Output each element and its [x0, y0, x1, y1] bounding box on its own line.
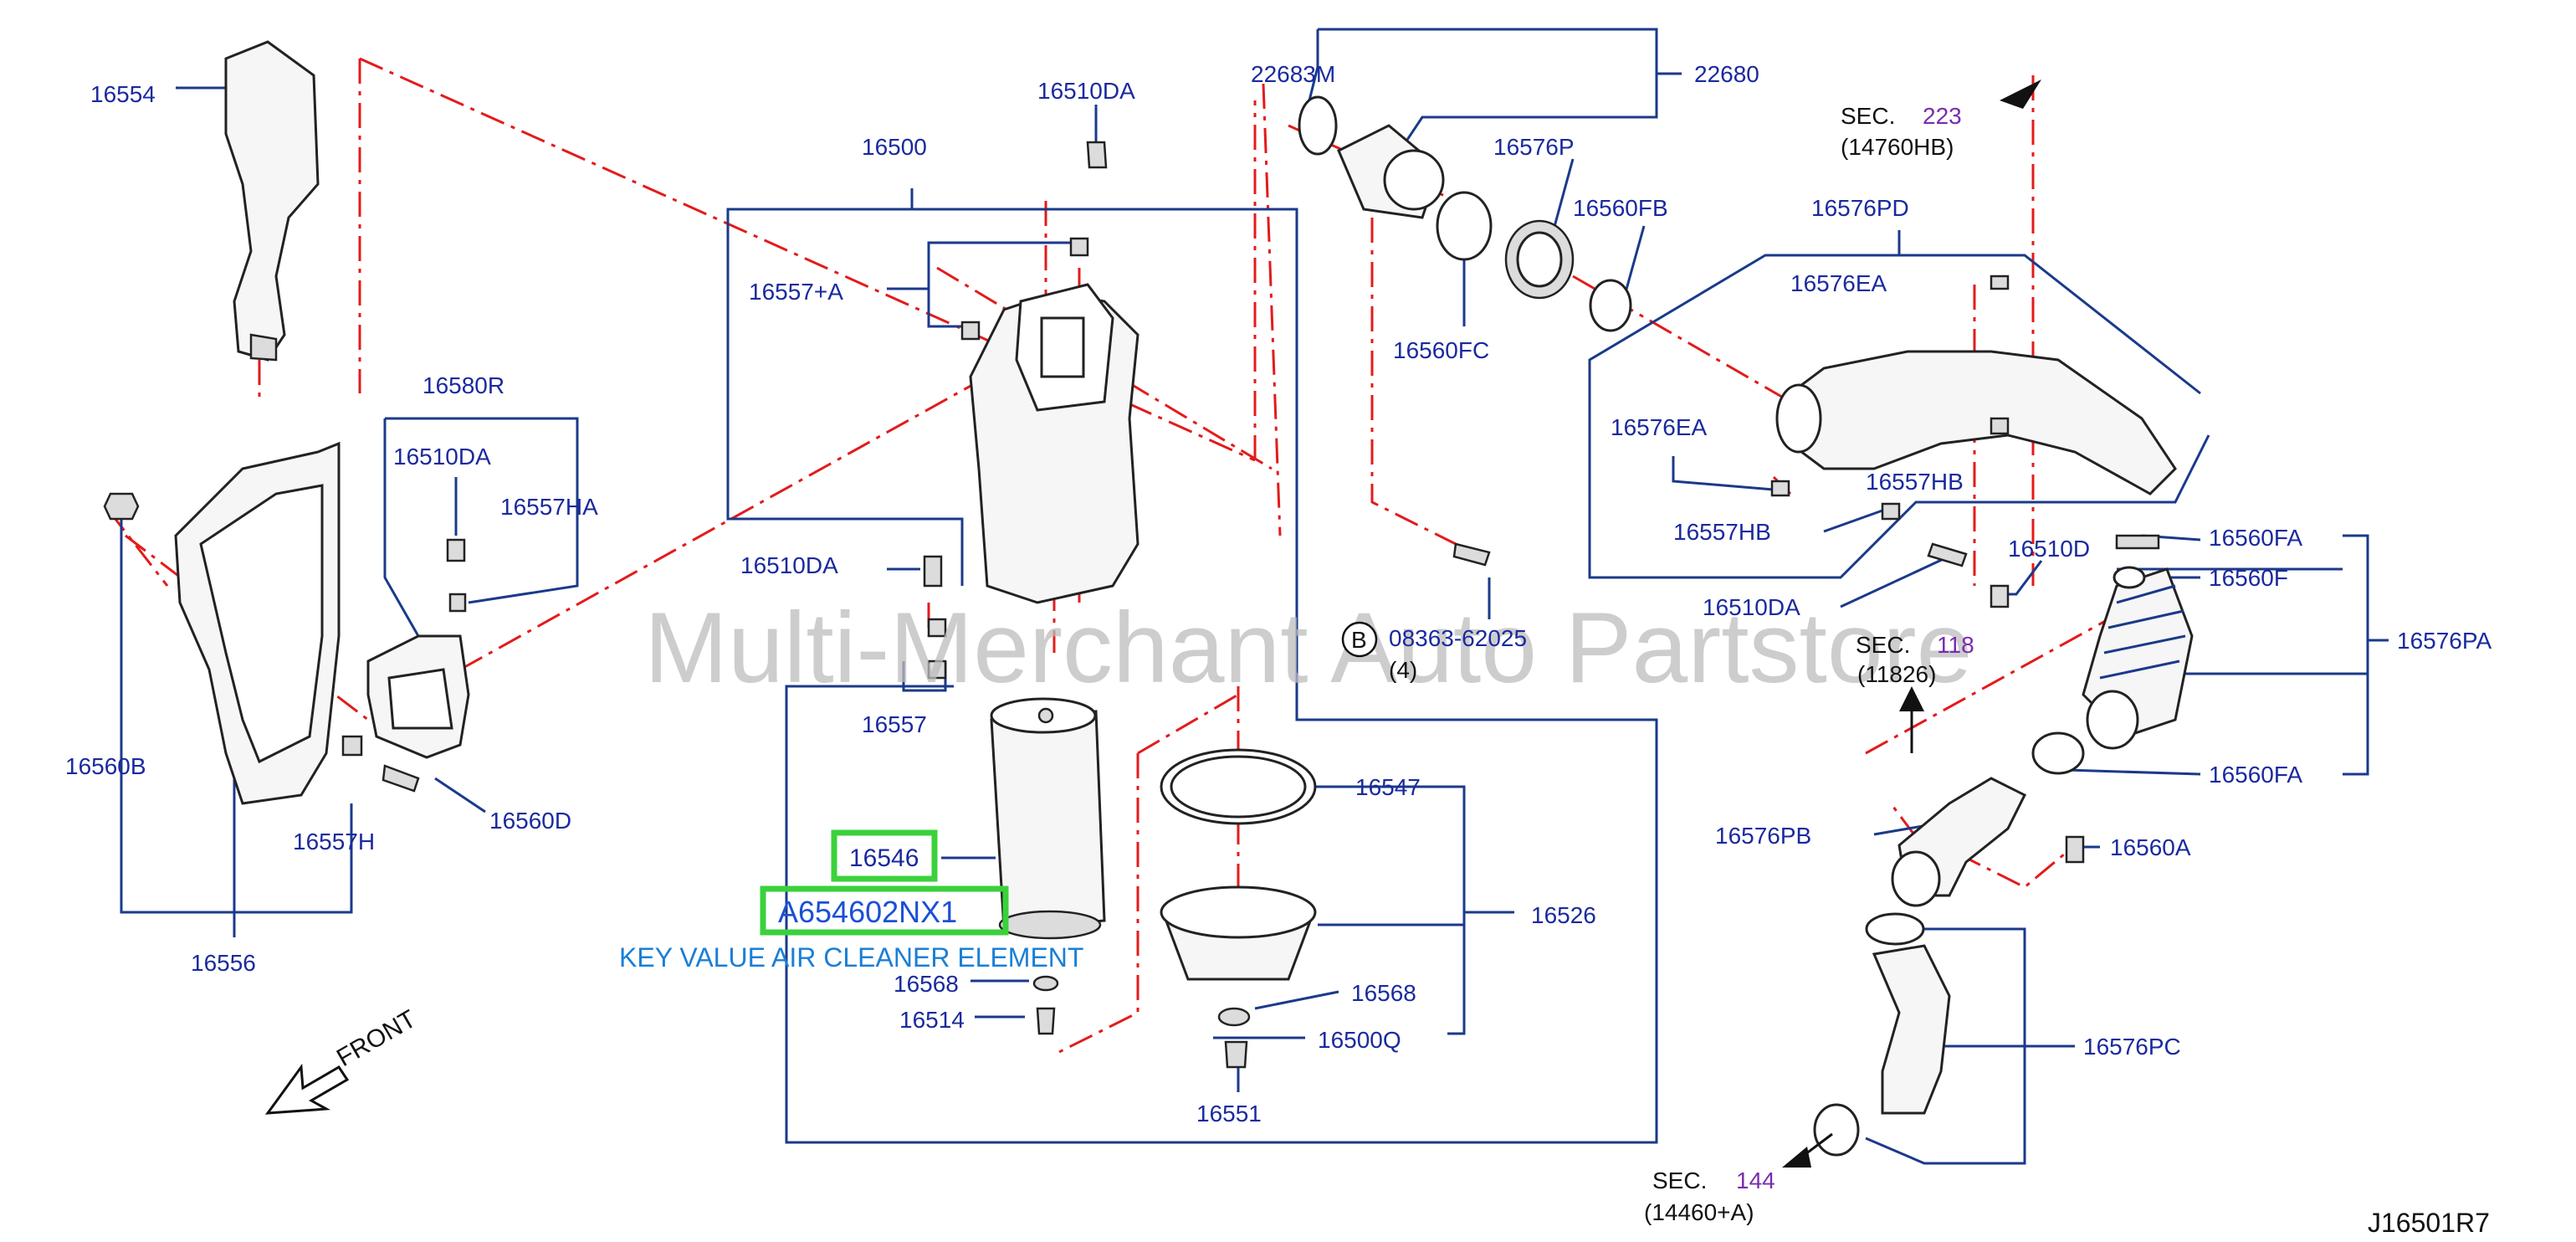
label-16560b[interactable]: 16560B	[65, 753, 146, 779]
label-16510da-a[interactable]: 16510DA	[393, 444, 491, 470]
label-16576ea-a[interactable]: 16576EA	[1790, 270, 1887, 296]
label-16560a[interactable]: 16560A	[2110, 834, 2191, 860]
label-16554[interactable]: 16554	[90, 81, 156, 107]
highlight-part-number[interactable]: A654602NX1	[778, 895, 957, 929]
label-16510da-d[interactable]: 16510DA	[1703, 594, 1800, 620]
label-16560fa-a[interactable]: 16560FA	[2209, 525, 2302, 551]
label-16557h[interactable]: 16557H	[293, 829, 375, 855]
label-08363-62025[interactable]: 08363-62025	[1389, 625, 1527, 651]
label-16557hb-a[interactable]: 16557HB	[1866, 469, 1964, 495]
duct-16576pd	[1789, 350, 2177, 495]
sec-118-number[interactable]: 118	[1937, 632, 1974, 658]
sec-118-label: SEC.	[1856, 632, 1910, 658]
label-16560fb[interactable]: 16560FB	[1573, 195, 1668, 221]
label-16560f[interactable]: 16560F	[2209, 565, 2288, 591]
clamp-16560fb	[1589, 279, 1632, 332]
arrow-sec-144-icon	[1782, 1147, 1811, 1168]
sec-118-sub: (11826)	[1857, 661, 1936, 687]
label-16500[interactable]: 16500	[862, 134, 927, 160]
label-16526[interactable]: 16526	[1531, 902, 1596, 928]
bolt-08363	[1452, 542, 1491, 567]
label-16568-a[interactable]: 16568	[894, 971, 959, 997]
label-16557hb-b[interactable]: 16557HB	[1673, 519, 1771, 545]
label-16576ea-b[interactable]: 16576EA	[1611, 414, 1708, 440]
label-16500q[interactable]: 16500Q	[1318, 1027, 1401, 1053]
watermark: Multi-Merchant Auto Partstore	[644, 592, 1972, 704]
clamp-16560fc	[1436, 191, 1493, 261]
label-16557[interactable]: 16557	[862, 711, 927, 737]
label-16510da-c[interactable]: 16510DA	[740, 552, 838, 578]
label-16568-b[interactable]: 16568	[1351, 980, 1416, 1006]
sec-144-label: SEC.	[1652, 1168, 1707, 1193]
label-16576pd[interactable]: 16576PD	[1811, 195, 1909, 221]
bellows-16576pa	[2082, 567, 2194, 750]
bolt-16560b	[103, 492, 140, 521]
sec-223-number[interactable]: 223	[1923, 103, 1962, 129]
front-label: FRONT	[332, 1005, 421, 1072]
front-arrow: FRONT	[264, 1005, 421, 1115]
label-16560d[interactable]: 16560D	[489, 808, 571, 834]
arrow-sec-223-icon	[2000, 80, 2041, 109]
label-08363-qty: (4)	[1389, 657, 1417, 683]
highlight-description: KEY VALUE AIR CLEANER ELEMENT	[619, 942, 1083, 973]
label-16510d[interactable]: 16510D	[2008, 536, 2090, 562]
arrow-sec-118-icon	[1899, 686, 1924, 711]
label-16546[interactable]: 16546	[849, 844, 919, 872]
label-16510da-b[interactable]: 16510DA	[1037, 78, 1135, 104]
section-references: SEC. 223 (14760HB) SEC. 118 (11826) SEC.…	[1644, 103, 1974, 1225]
label-22683m[interactable]: 22683M	[1251, 61, 1335, 87]
label-22680[interactable]: 22680	[1694, 61, 1759, 87]
highlight-box-16546	[831, 829, 938, 882]
duct-16554	[224, 40, 320, 362]
label-circle-b: B	[1351, 627, 1367, 653]
sec-223-sub: (14760HB)	[1841, 134, 1954, 160]
label-16560fa-b[interactable]: 16560FA	[2209, 762, 2302, 788]
label-16576p[interactable]: 16576P	[1493, 134, 1575, 160]
label-16580r[interactable]: 16580R	[423, 372, 504, 398]
sec-223-label: SEC.	[1841, 103, 1895, 129]
leader-lines	[120, 28, 2389, 1165]
sec-144-sub: (14460+A)	[1644, 1199, 1754, 1225]
label-16556[interactable]: 16556	[191, 950, 256, 976]
section-arrows	[1782, 80, 2041, 1168]
adapter-16576p	[1504, 219, 1575, 300]
label-16576pc[interactable]: 16576PC	[2083, 1034, 2181, 1060]
label-16514[interactable]: 16514	[899, 1007, 965, 1033]
gasket-22683m	[1298, 95, 1338, 156]
label-16557a[interactable]: 16557+A	[749, 279, 843, 305]
diagram-code: J16501R7	[2368, 1208, 2490, 1238]
hose-16576pc	[1872, 944, 1951, 1115]
clamp-16560fa	[2031, 731, 2085, 775]
circle-b-icon	[1341, 621, 1378, 658]
label-16560fc[interactable]: 16560FC	[1393, 337, 1489, 363]
highlight-box-part-number	[760, 885, 1009, 936]
label-16547[interactable]: 16547	[1355, 774, 1421, 800]
part-labels: 16554 16560B 16556 16557H 16560D 16580R …	[65, 61, 2491, 1127]
filter-element-16546	[990, 697, 1106, 940]
sec-144-number[interactable]: 144	[1736, 1168, 1775, 1193]
label-16557ha[interactable]: 16557HA	[500, 494, 598, 520]
front-arrow-icon	[264, 1063, 350, 1115]
label-16576pa[interactable]: 16576PA	[2397, 628, 2491, 654]
label-16576pb[interactable]: 16576PB	[1715, 823, 1811, 849]
label-16551[interactable]: 16551	[1196, 1101, 1262, 1127]
part-drawings	[103, 40, 2194, 1157]
